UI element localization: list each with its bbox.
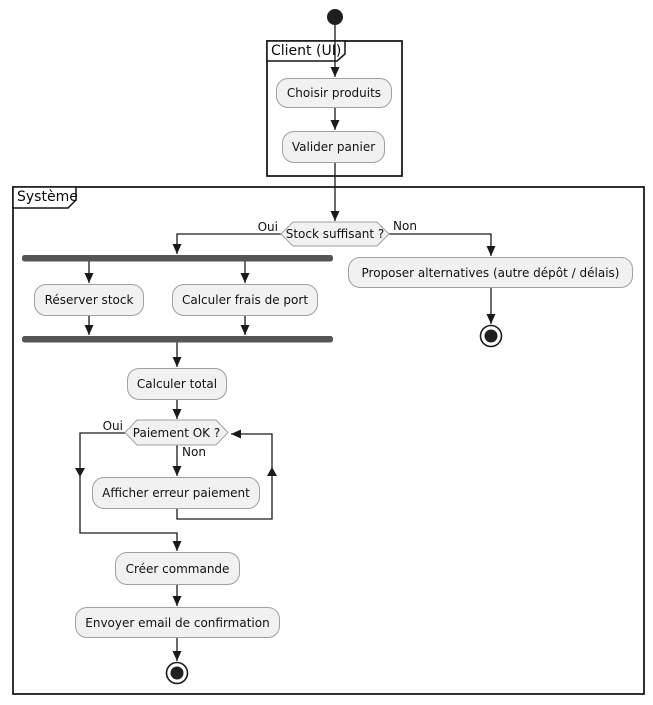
decision-paiement-label: Paiement OK ? [132,425,221,440]
arrowhead-oui-down [75,468,85,477]
activity-afficher-erreur: Afficher erreur paiement [92,477,260,509]
edge-paiement-oui-to-commande [79,432,182,551]
activity-choisir-produits: Choisir produits [276,78,392,108]
decision-paiement-shape [124,419,229,446]
join-bar [22,336,333,343]
start-node [327,9,343,25]
fork-bar [22,255,333,262]
edge-stock-oui-to-fork [172,233,281,254]
edge-erreur-loopback [176,429,273,520]
edge-label-stock-non: Non [393,219,417,233]
client-partition-label: Client (UI) [271,43,342,59]
end-node-alternatives [479,324,503,348]
activity-proposer-alternatives: Proposer alternatives (autre dépôt / dél… [348,257,633,288]
edge-label-paiement-non: Non [182,445,206,459]
client-partition-tab [266,40,346,62]
flow-edges [75,25,496,661]
arrowhead-loop-up [267,467,277,476]
activity-calculer-frais: Calculer frais de port [172,284,318,316]
systeme-partition-label: Système [17,189,78,205]
activity-creer-commande: Créer commande [115,552,240,585]
edge-stock-non-to-proposer [389,233,496,256]
systeme-partition-border [12,186,645,695]
activity-reserver-stock: Réserver stock [34,284,144,316]
edge-label-paiement-oui: Oui [102,419,123,433]
activity-valider-panier: Valider panier [282,131,385,163]
activity-envoyer-email: Envoyer email de confirmation [75,607,280,638]
edge-label-stock-oui: Oui [257,220,278,234]
end-node-final [165,661,189,685]
decision-stock-label: Stock suffisant ? [285,227,385,241]
activity-calculer-total: Calculer total [127,368,227,400]
decision-stock-shape [280,221,390,247]
systeme-partition-tab [12,186,77,209]
